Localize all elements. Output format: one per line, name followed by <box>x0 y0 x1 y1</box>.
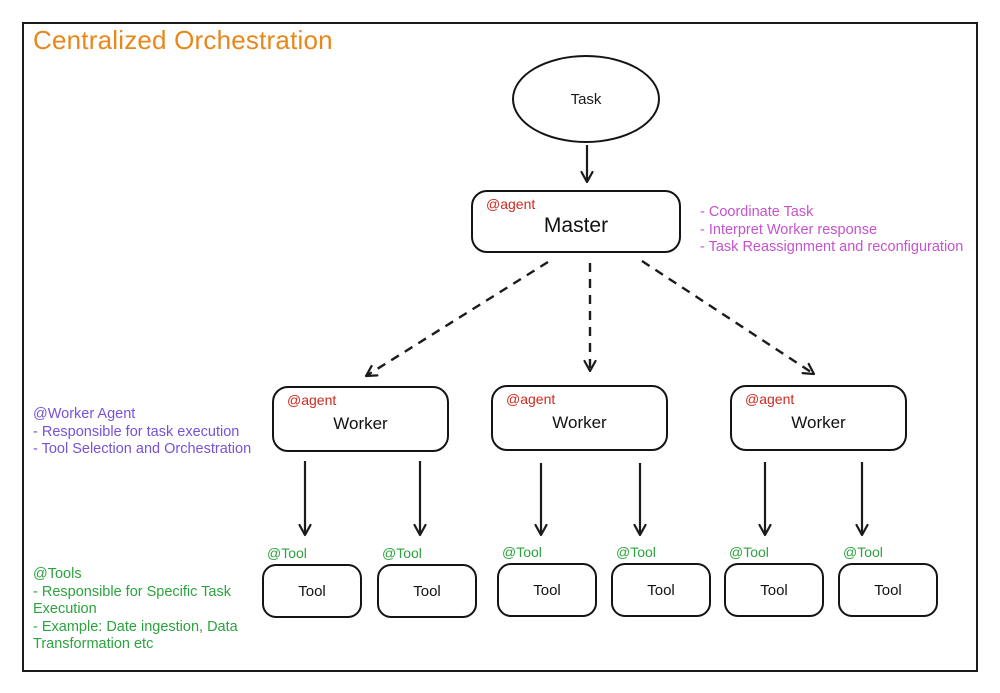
master-notes: - Coordinate Task - Interpret Worker res… <box>700 204 963 257</box>
tool3-label: Tool <box>533 581 561 599</box>
tool-group-5: @Tool Tool <box>724 544 824 617</box>
tool-group-3: @Tool Tool <box>497 544 597 617</box>
tool1-label: Tool <box>298 582 326 600</box>
tool4-label: Tool <box>647 581 675 599</box>
tool-group-4: @Tool Tool <box>611 544 711 617</box>
tool4-tag: @Tool <box>616 544 656 560</box>
worker2-agent-tag: @agent <box>506 391 556 407</box>
tool-notes: @Tools - Responsible for Specific Task E… <box>33 566 275 654</box>
tool-group-6: @Tool Tool <box>838 544 938 617</box>
master-label: Master <box>543 214 609 237</box>
master-agent-tag: @agent <box>486 196 536 212</box>
tool6-tag: @Tool <box>843 544 883 560</box>
worker-node-1: @agent Worker <box>272 386 449 452</box>
tool-node-3: Tool <box>497 563 597 617</box>
tool-node-1: Tool <box>262 564 362 618</box>
tool5-label: Tool <box>760 581 788 599</box>
tool-note-line: - Responsible for Specific Task Executio… <box>33 583 231 618</box>
worker-node-2: @agent Worker <box>491 385 668 451</box>
worker-node-3: @agent Worker <box>730 385 907 451</box>
worker-notes-heading: @Worker Agent <box>33 406 136 422</box>
tool3-tag: @Tool <box>502 544 542 560</box>
tool1-tag: @Tool <box>267 545 307 561</box>
master-note-line: - Coordinate Task <box>700 204 814 220</box>
tool-node-6: Tool <box>838 563 938 617</box>
tool-node-5: Tool <box>724 563 824 617</box>
worker3-agent-tag: @agent <box>745 391 795 407</box>
worker3-label: Worker <box>791 413 846 432</box>
tool-node-2: Tool <box>377 564 477 618</box>
worker-notes: @Worker Agent - Responsible for task exe… <box>33 406 251 459</box>
tool2-tag: @Tool <box>382 545 422 561</box>
master-note-line: - Task Reassignment and reconfiguration <box>700 239 964 255</box>
worker1-label: Worker <box>333 414 388 433</box>
tool2-label: Tool <box>413 582 441 600</box>
worker-note-line: - Tool Selection and Orchestration <box>33 441 252 457</box>
task-label: Task <box>570 90 602 108</box>
worker2-label: Worker <box>552 413 607 432</box>
worker1-agent-tag: @agent <box>287 392 337 408</box>
task-node: Task <box>512 55 660 143</box>
master-node: @agent Master <box>471 190 681 253</box>
tool6-label: Tool <box>874 581 902 599</box>
diagram-title: Centralized Orchestration <box>33 25 333 55</box>
tool-group-1: @Tool Tool <box>262 545 362 618</box>
tool5-tag: @Tool <box>729 544 769 560</box>
worker-note-line: - Responsible for task execution <box>33 423 240 440</box>
master-note-line: - Interpret Worker response <box>700 221 878 238</box>
tool-group-2: @Tool Tool <box>377 545 477 618</box>
tool-notes-heading: @Tools <box>33 566 82 582</box>
tool-node-4: Tool <box>611 563 711 617</box>
tool-note-line: - Example: Date ingestion, Data Transfor… <box>33 618 238 653</box>
